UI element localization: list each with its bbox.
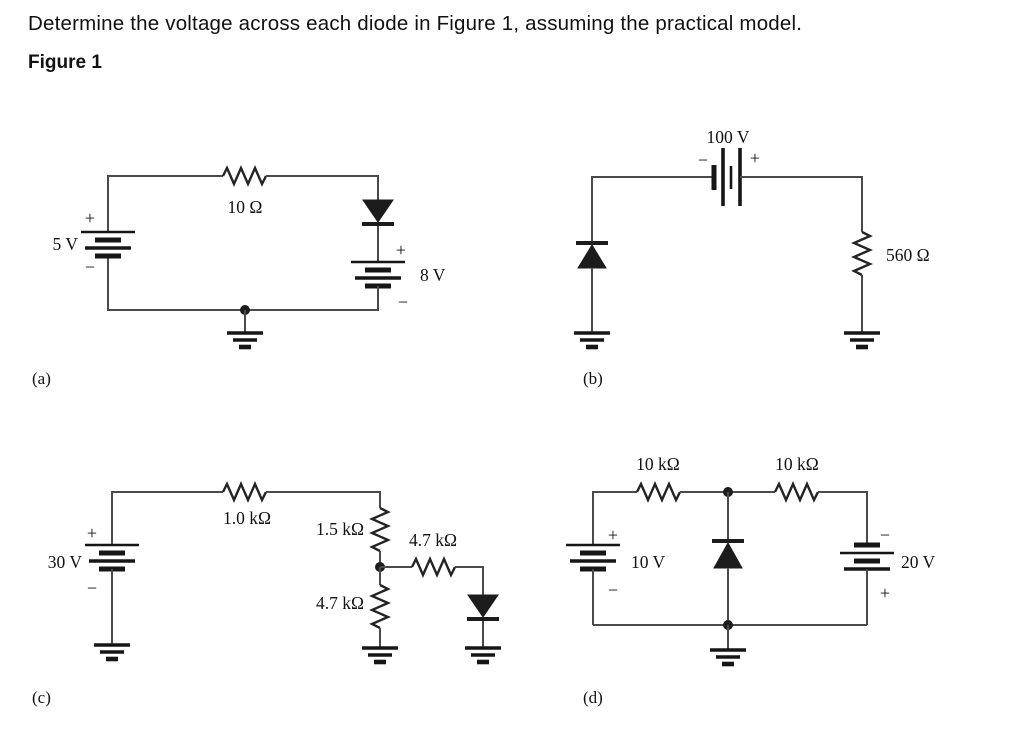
wire-a-bottom xyxy=(107,256,379,311)
wire-b-topleft xyxy=(591,176,714,243)
diode-d xyxy=(712,539,744,569)
battery-c-value: 30 V xyxy=(48,552,83,572)
wire-b-topright xyxy=(740,176,863,232)
diode-d-triangle xyxy=(713,541,743,569)
problem-statement: Determine the voltage across each diode … xyxy=(28,12,803,35)
circuit-c-label: (c) xyxy=(32,688,51,707)
ground-b-left xyxy=(574,331,610,350)
battery-c-plus-sign: + xyxy=(87,523,97,543)
battery-a1-minus-sign: − xyxy=(85,257,95,277)
resistor-a-value: 10 Ω xyxy=(228,197,263,217)
battery-a-5v xyxy=(81,230,135,259)
circuit-b-label: (b) xyxy=(583,369,603,388)
circuit-b: 100 V − + 560 Ω (b) xyxy=(574,127,930,388)
battery-c-30v xyxy=(85,543,139,572)
wire-c-branch-to-diode xyxy=(455,566,484,595)
figure-title: Figure 1 xyxy=(28,52,102,73)
circuit-d: 10 kΩ 10 kΩ + 10 V − − 20 V + (d) xyxy=(566,454,936,707)
diode-b-triangle xyxy=(577,244,607,269)
resistor-c-branch xyxy=(410,556,457,578)
wire-c-topleft xyxy=(111,491,223,545)
battery-a1-plus-sign: + xyxy=(85,208,95,228)
battery-b-100v xyxy=(711,148,742,206)
resistor-c-lower xyxy=(369,583,391,630)
wire-c-topright xyxy=(266,491,381,508)
wire-d-topleft xyxy=(592,491,637,545)
diode-c-triangle xyxy=(467,594,499,618)
battery-b-plus-sign: + xyxy=(750,148,760,168)
ground-c-diode xyxy=(465,646,501,665)
ground-c-left xyxy=(94,643,130,662)
resistor-c-branch-value: 4.7 kΩ xyxy=(409,530,457,550)
battery-a2-plus-sign: + xyxy=(396,240,406,260)
resistor-b-560ohm xyxy=(851,230,873,277)
battery-d2-value: 20 V xyxy=(901,552,936,572)
battery-d2-plus-sign: + xyxy=(880,583,890,603)
battery-d2-minus-sign: − xyxy=(880,525,890,545)
battery-a2-minus-sign: − xyxy=(398,292,408,312)
battery-d-10v xyxy=(566,543,620,572)
circuit-d-label: (d) xyxy=(583,688,603,707)
resistor-d-left xyxy=(635,481,682,503)
resistor-a-10ohm xyxy=(221,165,268,187)
diode-b xyxy=(576,241,608,269)
battery-b-minus-sign: − xyxy=(698,150,708,170)
battery-d1-plus-sign: + xyxy=(608,525,618,545)
resistor-c-upper xyxy=(369,506,391,553)
wire-d-topright xyxy=(818,491,868,545)
battery-a-8v xyxy=(351,260,405,289)
resistor-c-upper-value: 1.5 kΩ xyxy=(316,519,364,539)
wire-a-topleft xyxy=(107,175,223,232)
diode-a-triangle xyxy=(362,199,394,223)
battery-d1-value: 10 V xyxy=(631,552,666,572)
diode-c xyxy=(467,594,499,621)
diode-a xyxy=(362,199,394,226)
resistor-c-series xyxy=(221,481,268,503)
wire-a-topright xyxy=(266,175,379,200)
battery-a2-value: 8 V xyxy=(420,265,446,285)
resistor-c-series-value: 1.0 kΩ xyxy=(223,508,271,528)
resistor-d-right xyxy=(773,481,820,503)
battery-d1-minus-sign: − xyxy=(608,580,618,600)
ground-a xyxy=(227,310,263,350)
battery-c-minus-sign: − xyxy=(87,578,97,598)
resistor-d-right-value: 10 kΩ xyxy=(775,454,819,474)
battery-b-value: 100 V xyxy=(707,127,750,147)
ground-c-lower xyxy=(362,646,398,665)
ground-d xyxy=(710,625,746,667)
circuit-a: + 5 V − 10 Ω + 8 V − (a) xyxy=(32,165,446,388)
circuit-c: + 30 V − 1.0 kΩ 1.5 kΩ 4.7 kΩ 4.7 kΩ (c) xyxy=(32,481,501,707)
circuit-a-label: (a) xyxy=(32,369,51,388)
resistor-d-left-value: 10 kΩ xyxy=(636,454,680,474)
ground-b-right xyxy=(844,331,880,350)
battery-d-20v xyxy=(840,542,894,571)
battery-a1-value: 5 V xyxy=(53,234,79,254)
resistor-c-lower-value: 4.7 kΩ xyxy=(316,593,364,613)
resistor-b-value: 560 Ω xyxy=(886,245,930,265)
